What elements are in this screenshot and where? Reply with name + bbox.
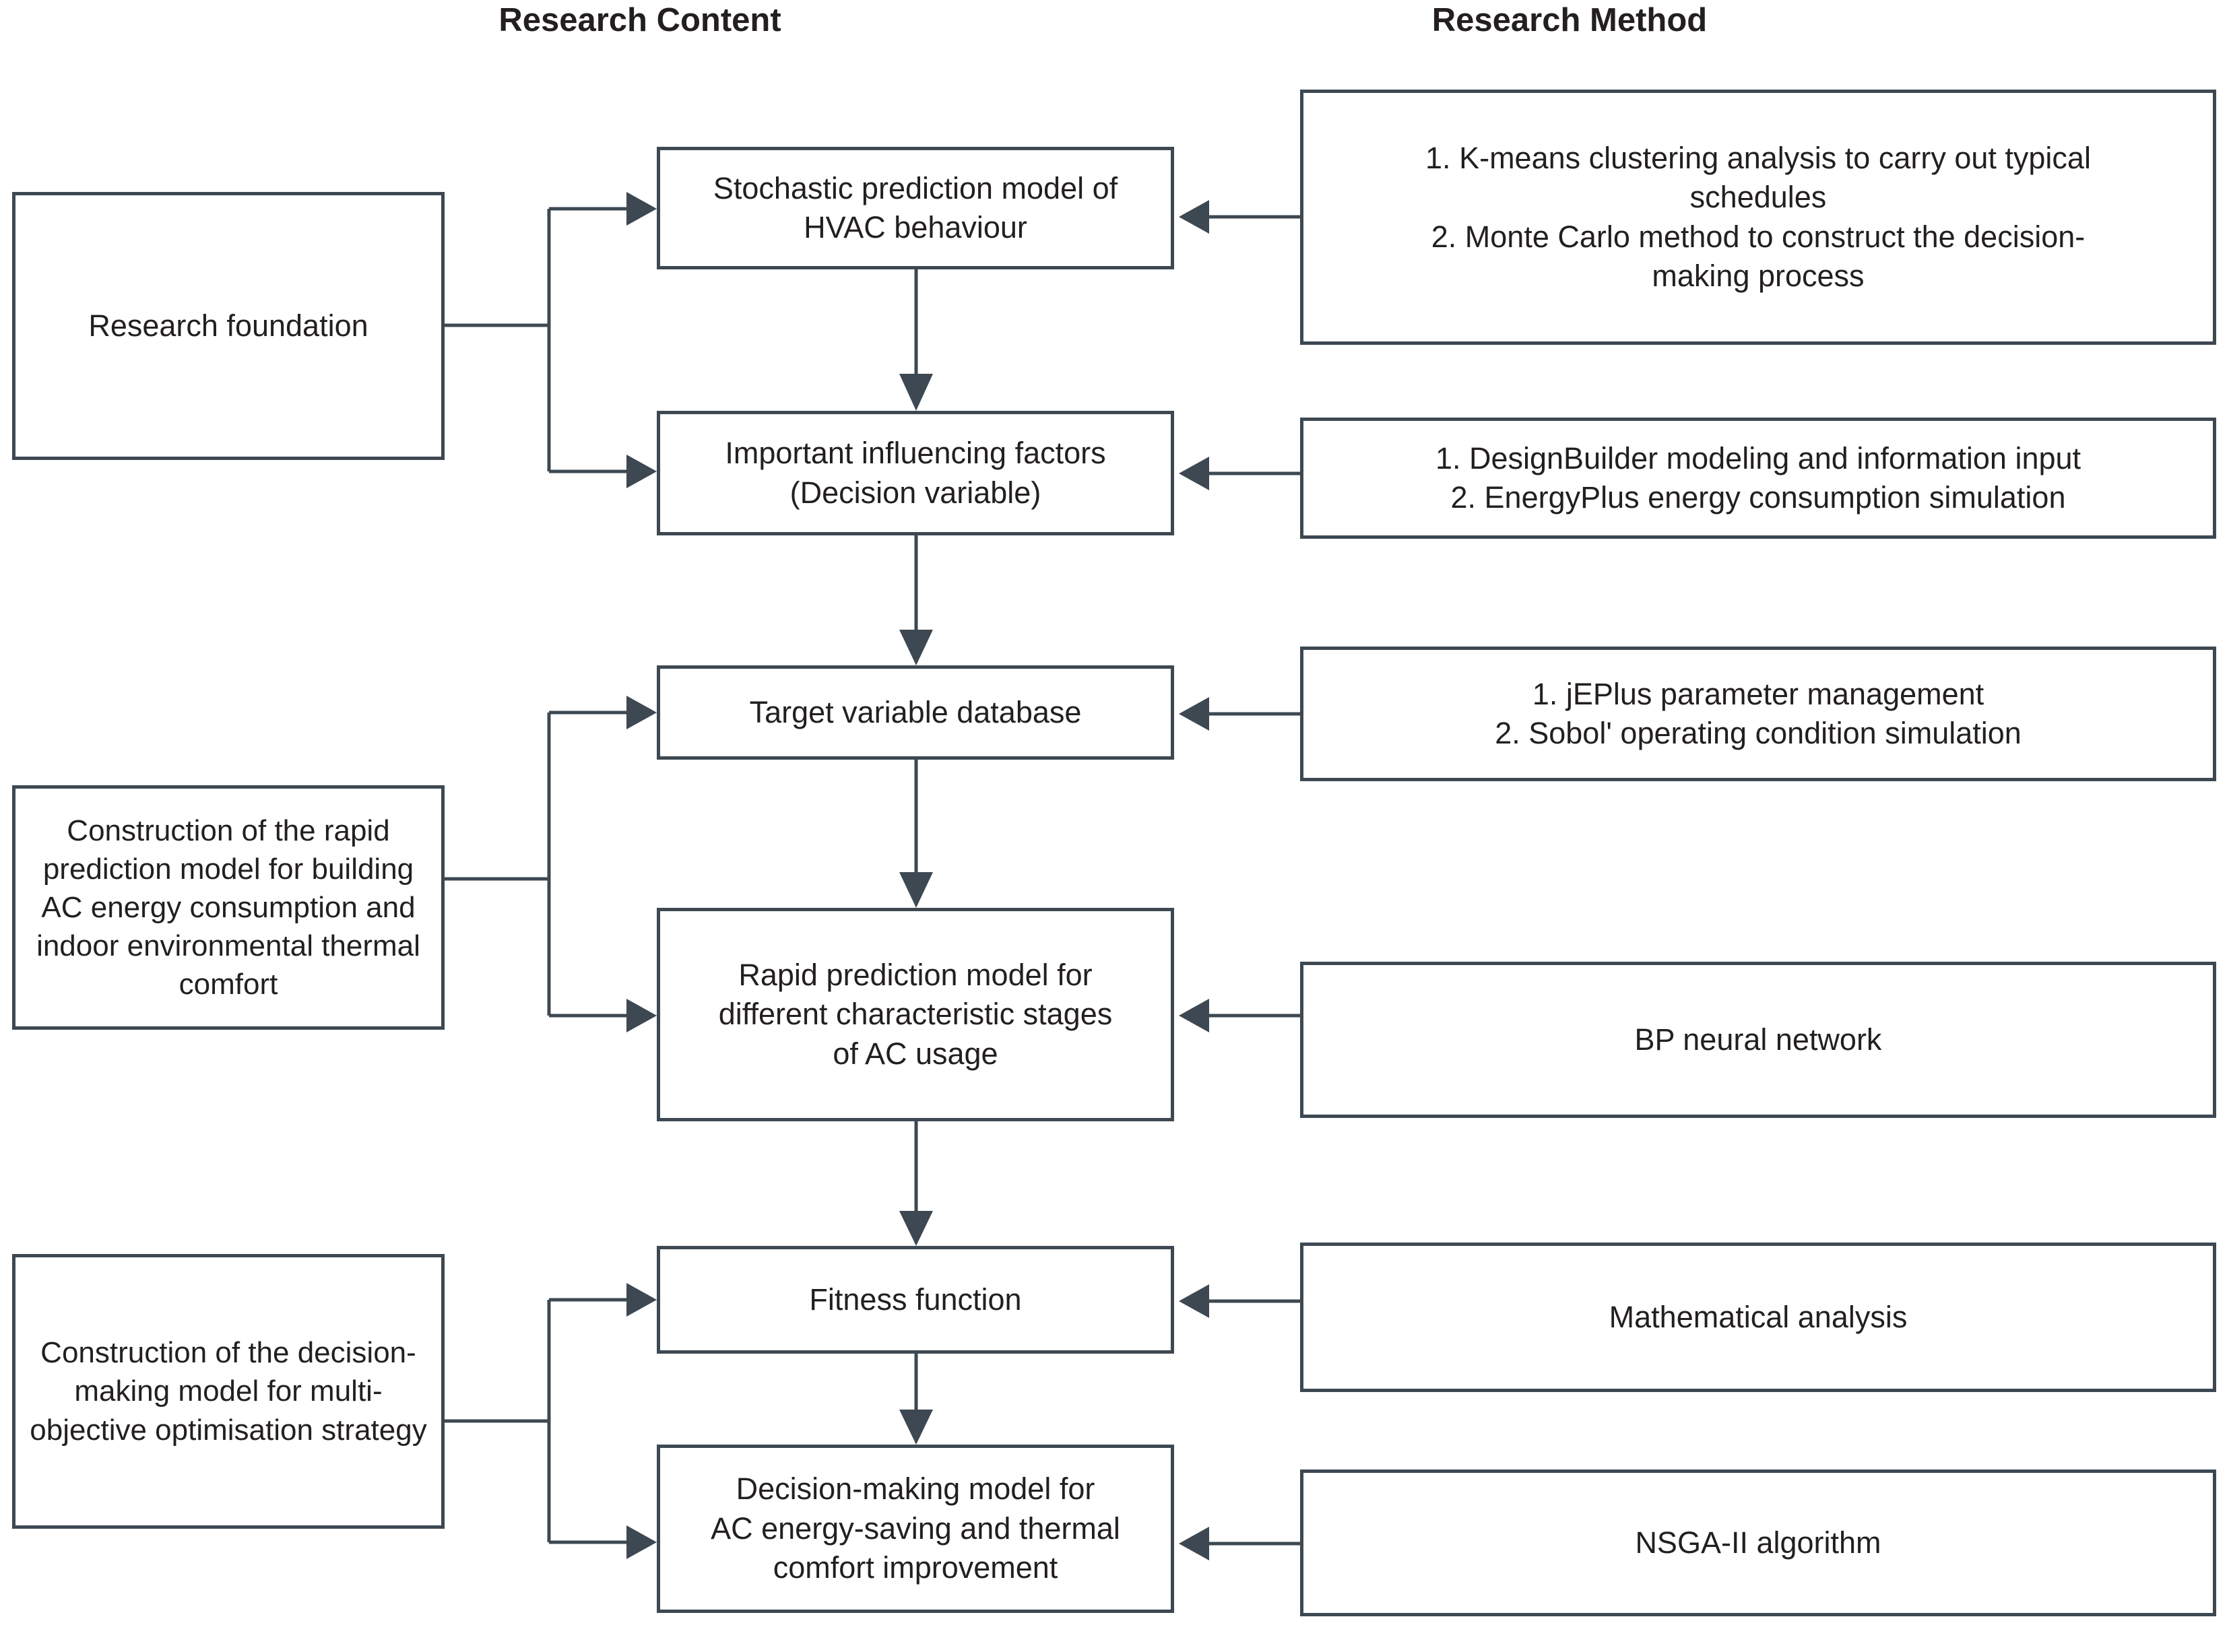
method-box-1-line-1: 1. K-means clustering analysis to carry … — [1425, 140, 2091, 175]
group-box-research-foundation-label: Research foundation — [88, 308, 368, 343]
method-box-4-line-1: BP neural network — [1634, 1022, 1882, 1057]
method-box-2-line-2: 2. EnergyPlus energy consumption simulat… — [1450, 480, 2066, 515]
method-box-2-line-1: 1. DesignBuilder modeling and informatio… — [1435, 440, 2081, 475]
method-box-6-line-1: NSGA-II algorithm — [1635, 1525, 1881, 1560]
content-box-6-line-3: comfort improvement — [773, 1550, 1058, 1585]
arrowhead-content5-content6 — [899, 1410, 933, 1445]
content-box-4-line-3: of AC usage — [833, 1036, 998, 1071]
arrowhead-group1-content2 — [626, 455, 657, 488]
content-box-target-variable-database[interactable]: Target variable database — [657, 665, 1174, 760]
arrowhead-content2-content3 — [899, 630, 933, 665]
arrowhead-content4-content5 — [899, 1211, 933, 1246]
content-box-6-line-1: Decision-making model for — [736, 1472, 1095, 1507]
content-box-4-line-1: Rapid prediction model for — [738, 957, 1093, 992]
arrowhead-group3-content6 — [626, 1525, 657, 1559]
content-box-6-line-2: AC energy-saving and thermal — [711, 1511, 1120, 1546]
method-box-jeplus-sobol[interactable]: 1. jEPlus parameter management 2. Sobol'… — [1300, 647, 2216, 781]
method-box-1-line-4: making process — [1652, 259, 1865, 293]
method-box-1-line-2: schedules — [1689, 180, 1827, 214]
arrowhead-group2-content4 — [626, 999, 657, 1032]
content-box-5-line-1: Fitness function — [809, 1282, 1022, 1317]
group-box-decision-making-strategy[interactable]: Construction of the decision-making mode… — [12, 1254, 445, 1529]
content-box-important-influencing-factors[interactable]: Important influencing factors (Decision … — [657, 411, 1174, 535]
arrowhead-method1-content1 — [1179, 200, 1209, 234]
method-box-kmeans-montecarlo[interactable]: 1. K-means clustering analysis to carry … — [1300, 90, 2216, 345]
content-box-stochastic-prediction-model[interactable]: Stochastic prediction model of HVAC beha… — [657, 147, 1174, 269]
method-box-nsga-ii-algorithm[interactable]: NSGA-II algorithm — [1300, 1469, 2216, 1616]
arrowhead-content3-content4 — [899, 872, 933, 908]
arrowhead-group1-content1 — [626, 192, 657, 226]
content-box-2-line-2: (Decision variable) — [789, 475, 1041, 510]
arrowhead-method6-content6 — [1179, 1527, 1209, 1560]
content-box-decision-making-model[interactable]: Decision-making model for AC energy-savi… — [657, 1445, 1174, 1613]
content-box-1-line-1: Stochastic prediction model of — [713, 170, 1118, 205]
content-box-2-line-1: Important influencing factors — [725, 436, 1106, 470]
method-box-3-line-2: 2. Sobol' operating condition simulation — [1495, 716, 2022, 750]
method-box-mathematical-analysis[interactable]: Mathematical analysis — [1300, 1243, 2216, 1392]
method-box-5-line-1: Mathematical analysis — [1609, 1299, 1908, 1334]
arrowhead-content1-content2 — [899, 374, 933, 411]
content-box-4-line-2: different characteristic stages — [718, 997, 1113, 1032]
content-box-3-line-1: Target variable database — [749, 694, 1082, 729]
method-box-3-line-1: 1. jEPlus parameter management — [1532, 676, 1984, 711]
arrowhead-method5-content5 — [1179, 1284, 1209, 1318]
content-box-1-line-2: HVAC behaviour — [804, 210, 1027, 244]
group-box-rapid-prediction-model-label: Construction of the rapid prediction mod… — [36, 814, 420, 1001]
arrowhead-method3-content3 — [1179, 697, 1209, 731]
arrowhead-method4-content4 — [1179, 999, 1209, 1032]
content-box-rapid-prediction-model-stages[interactable]: Rapid prediction model for different cha… — [657, 908, 1174, 1121]
method-box-designbuilder-energyplus[interactable]: 1. DesignBuilder modeling and informatio… — [1300, 418, 2216, 539]
group-box-rapid-prediction-model[interactable]: Construction of the rapid prediction mod… — [12, 785, 445, 1030]
method-box-1-line-3: 2. Monte Carlo method to construct the d… — [1431, 219, 2086, 254]
arrowhead-method2-content2 — [1179, 457, 1209, 490]
column-header-research-content: Research Content — [498, 2, 781, 38]
group-box-decision-making-strategy-label: Construction of the decision-making mode… — [30, 1336, 427, 1447]
method-box-bp-neural-network[interactable]: BP neural network — [1300, 962, 2216, 1118]
arrowhead-group3-content5 — [626, 1283, 657, 1317]
arrowhead-group2-content3 — [626, 696, 657, 729]
group-box-research-foundation[interactable]: Research foundation — [12, 192, 445, 460]
column-header-research-method: Research Method — [1431, 2, 1708, 38]
content-box-fitness-function[interactable]: Fitness function — [657, 1246, 1174, 1354]
